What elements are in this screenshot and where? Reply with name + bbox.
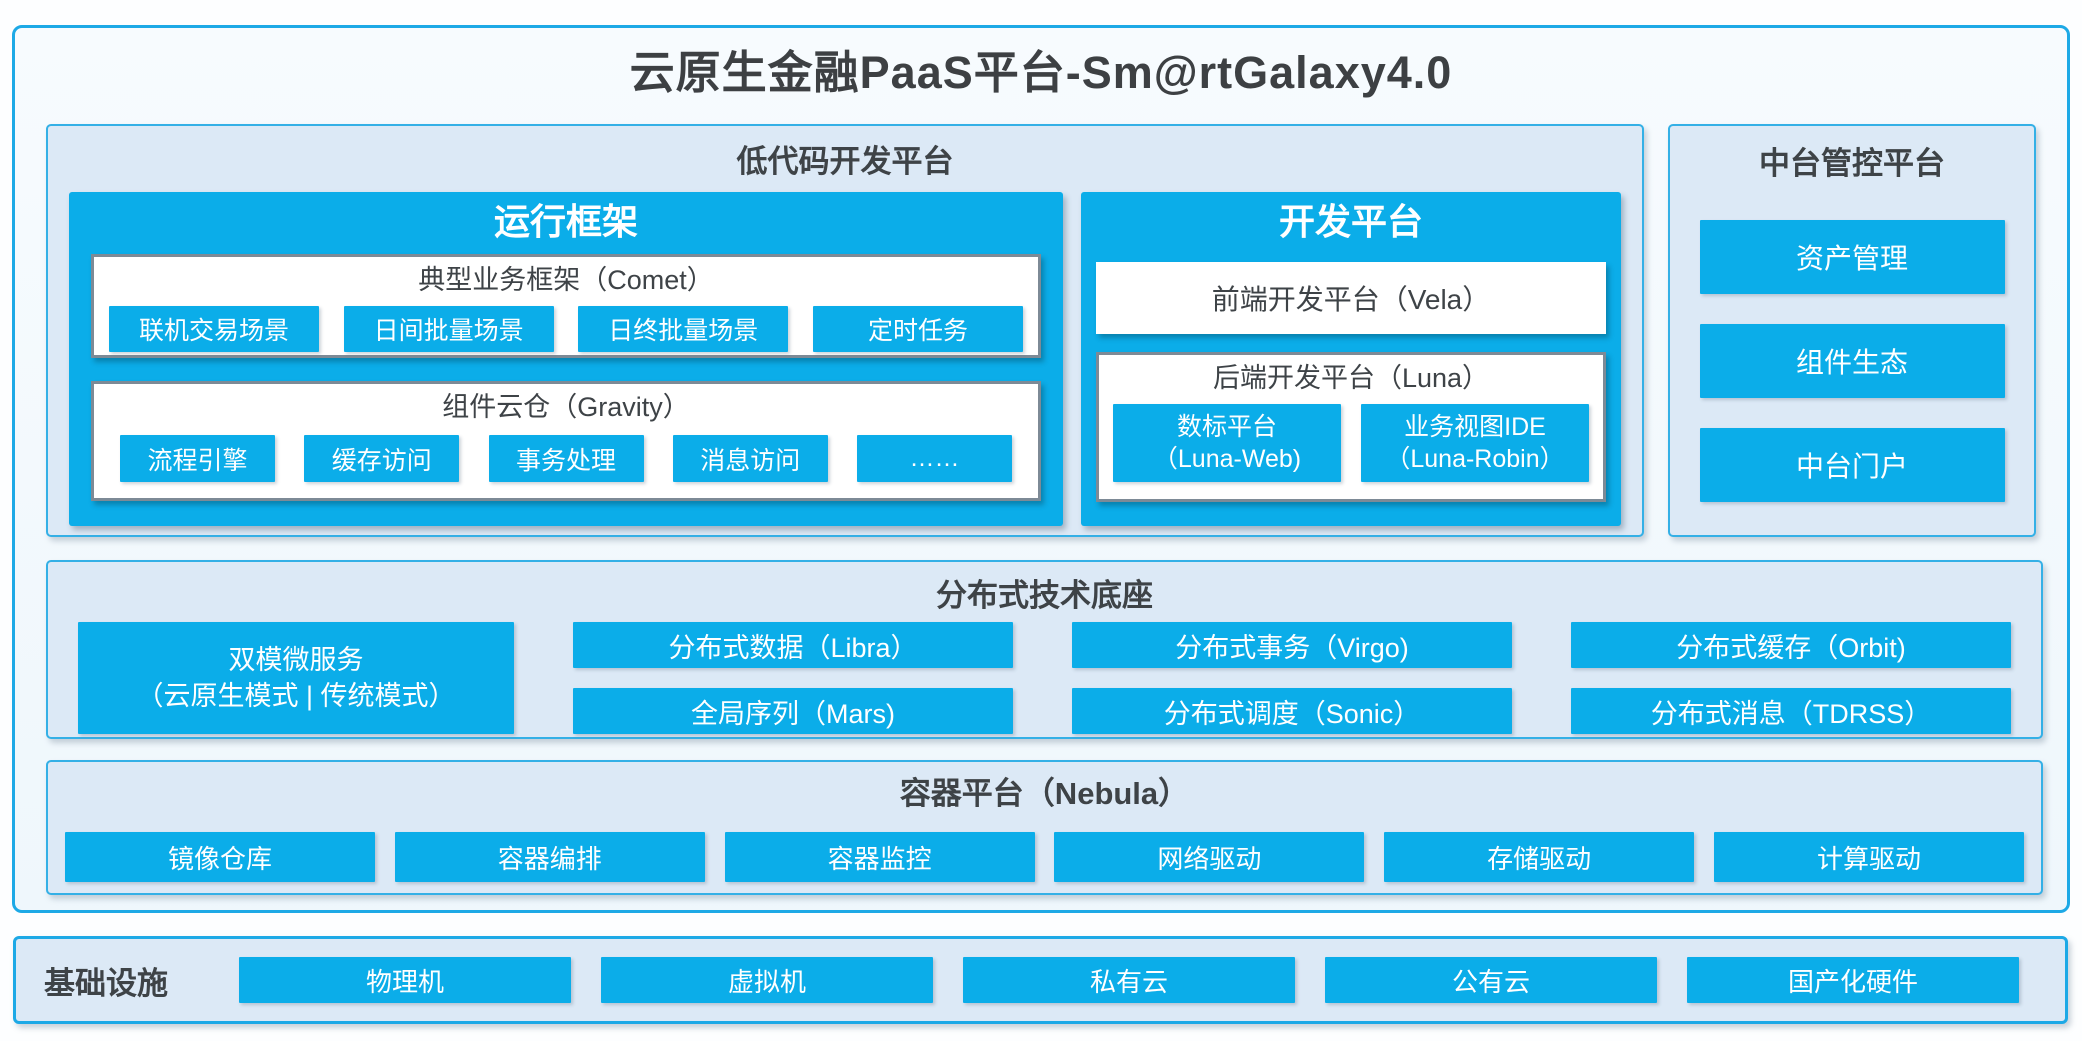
luna-chip: 数标平台 （Luna-Web) (1113, 404, 1341, 482)
luna-box: 后端开发平台（Luna） 数标平台 （Luna-Web) 业务视图IDE （Lu… (1096, 352, 1606, 502)
gravity-chip: …… (857, 435, 1012, 482)
midplatform-header: 中台管控平台 (1759, 146, 1945, 181)
distributed-chip: 分布式数据（Libra） (573, 622, 1013, 668)
dev-platform-panel: 开发平台 前端开发平台（Vela） 后端开发平台（Luna） 数标平台 （Lun… (1081, 192, 1621, 526)
distributed-chip: 分布式调度（Sonic） (1072, 688, 1512, 734)
nebula-chip: 镜像仓库 (65, 832, 375, 882)
gravity-chip: 消息访问 (672, 435, 828, 482)
page-title: 云原生金融PaaS平台-Sm@rtGalaxy4.0 (629, 47, 1453, 98)
midplatform-panel: 中台管控平台 资产管理 组件生态 中台门户 (1668, 124, 2036, 537)
gravity-chip: 事务处理 (488, 435, 644, 482)
infrastructure-panel: 基础设施 物理机 虚拟机 私有云 公有云 国产化硬件 (13, 936, 2068, 1024)
luna-title: 后端开发平台（Luna） (1212, 363, 1490, 393)
top-row: 低代码开发平台 运行框架 典型业务框架（Comet） 联机交易场景 日间批量场景… (46, 124, 2036, 537)
gravity-title: 组件云仓（Gravity） (442, 392, 690, 422)
luna-chip-line2: （Luna-Robin） (1385, 445, 1565, 473)
midplatform-chip: 资产管理 (1699, 220, 2005, 294)
distributed-base-panel: 分布式技术底座 双模微服务 （云原生模式 | 传统模式） 分布式数据（Libra… (46, 560, 2043, 739)
nebula-chip: 容器编排 (394, 832, 705, 882)
infrastructure-chip: 公有云 (1325, 957, 1657, 1003)
comet-chip: 联机交易场景 (109, 306, 319, 352)
gravity-box: 组件云仓（Gravity） 流程引擎 缓存访问 事务处理 消息访问 …… (91, 381, 1041, 501)
comet-chip: 日终批量场景 (578, 306, 789, 352)
comet-box: 典型业务框架（Comet） 联机交易场景 日间批量场景 日终批量场景 定时任务 (91, 254, 1041, 358)
midplatform-chip: 中台门户 (1699, 428, 2005, 502)
infrastructure-chip: 国产化硬件 (1687, 957, 2019, 1003)
nebula-chip: 容器监控 (724, 832, 1035, 882)
infrastructure-chip: 虚拟机 (601, 957, 933, 1003)
comet-chip: 日间批量场景 (343, 306, 554, 352)
distributed-chip: 分布式消息（TDRSS） (1571, 688, 2011, 734)
luna-chip-line1: 业务视图IDE (1404, 413, 1546, 441)
runtime-framework-title: 运行框架 (493, 201, 638, 242)
luna-chip: 业务视图IDE （Luna-Robin） (1361, 404, 1589, 482)
distributed-content: 双模微服务 （云原生模式 | 传统模式） 分布式数据（Libra） 全局序列（M… (48, 622, 2041, 734)
dual-microservice-chip: 双模微服务 （云原生模式 | 传统模式） (78, 622, 514, 734)
gravity-chip: 缓存访问 (304, 435, 460, 482)
midplatform-chip: 组件生态 (1699, 324, 2005, 398)
nebula-chip: 存储驱动 (1384, 832, 1695, 882)
dev-platform-title: 开发平台 (1278, 201, 1423, 242)
comet-chip-row: 联机交易场景 日间批量场景 日终批量场景 定时任务 (94, 306, 1038, 352)
nebula-chip: 计算驱动 (1713, 832, 2024, 882)
lowcode-platform-header: 低代码开发平台 (736, 144, 954, 179)
lowcode-content: 运行框架 典型业务框架（Comet） 联机交易场景 日间批量场景 日终批量场景 … (48, 192, 1642, 526)
infrastructure-label: 基础设施 (44, 965, 168, 1001)
distributed-chip: 分布式缓存（Orbit) (1571, 622, 2011, 668)
runtime-framework-panel: 运行框架 典型业务框架（Comet） 联机交易场景 日间批量场景 日终批量场景 … (69, 192, 1063, 526)
nebula-chip: 网络驱动 (1054, 832, 1365, 882)
distributed-column: 分布式缓存（Orbit) 分布式消息（TDRSS） (1571, 622, 2011, 734)
nebula-chip-row: 镜像仓库 容器编排 容器监控 网络驱动 存储驱动 计算驱动 (48, 832, 2041, 882)
container-platform-panel: 容器平台（Nebula） 镜像仓库 容器编排 容器监控 网络驱动 存储驱动 计算… (46, 760, 2043, 895)
gravity-chip: 流程引擎 (120, 435, 275, 482)
comet-chip: 定时任务 (812, 306, 1023, 352)
comet-title: 典型业务框架（Comet） (418, 265, 714, 295)
gravity-chip-row: 流程引擎 缓存访问 事务处理 消息访问 …… (94, 435, 1038, 482)
lowcode-platform-panel: 低代码开发平台 运行框架 典型业务框架（Comet） 联机交易场景 日间批量场景… (46, 124, 1644, 537)
dual-microservice-line1: 双模微服务 (228, 645, 364, 675)
distributed-chip: 全局序列（Mars) (573, 688, 1013, 734)
distributed-column: 分布式事务（Virgo) 分布式调度（Sonic） (1072, 622, 1512, 734)
vela-box: 前端开发平台（Vela） (1096, 262, 1606, 334)
infrastructure-chip-row: 物理机 虚拟机 私有云 公有云 国产化硬件 (239, 957, 2019, 1003)
main-frame: 云原生金融PaaS平台-Sm@rtGalaxy4.0 低代码开发平台 运行框架 … (12, 25, 2070, 913)
distributed-header: 分布式技术底座 (936, 578, 1153, 613)
infrastructure-chip: 物理机 (239, 957, 571, 1003)
dual-microservice-line2: （云原生模式 | 传统模式） (136, 681, 456, 711)
distributed-column: 分布式数据（Libra） 全局序列（Mars) (573, 622, 1013, 734)
container-platform-header: 容器平台（Nebula） (899, 776, 1190, 811)
infrastructure-chip: 私有云 (963, 957, 1295, 1003)
distributed-chip: 分布式事务（Virgo) (1072, 622, 1512, 668)
luna-chip-line1: 数标平台 (1176, 413, 1277, 441)
luna-chip-line2: （Luna-Web) (1152, 445, 1302, 473)
luna-chip-row: 数标平台 （Luna-Web) 业务视图IDE （Luna-Robin） (1099, 404, 1603, 482)
